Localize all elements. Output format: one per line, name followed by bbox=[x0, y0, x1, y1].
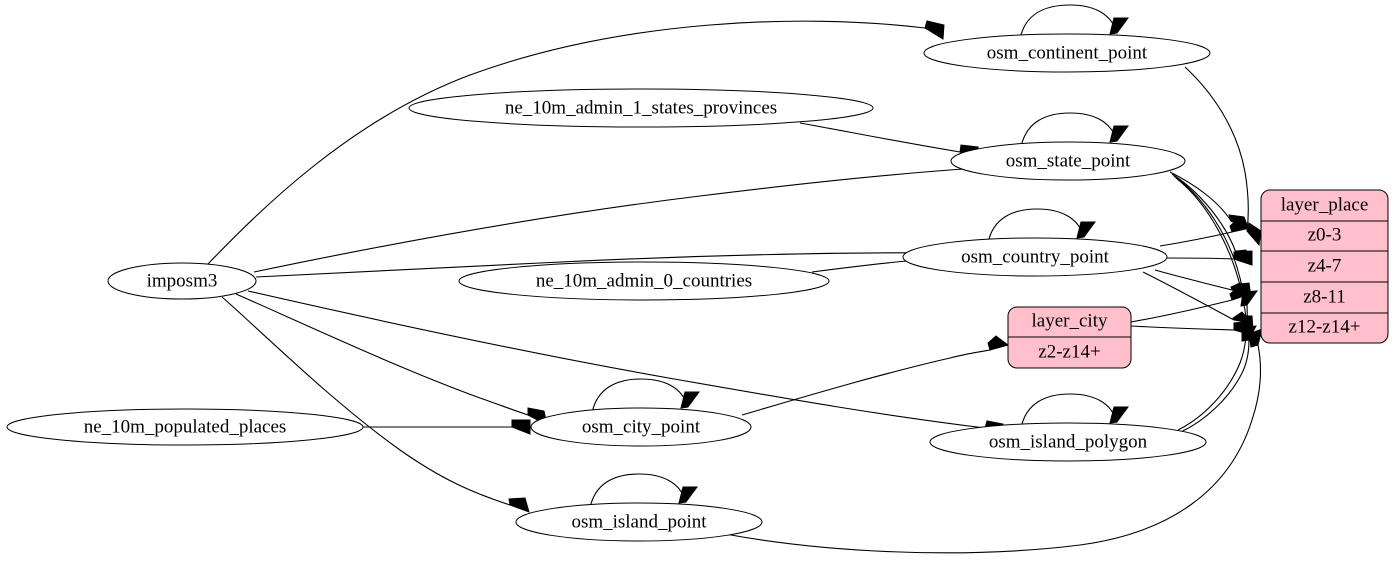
layer_place-title: layer_place bbox=[1281, 194, 1369, 215]
edge-self-loop-osm_island_point bbox=[589, 473, 698, 509]
node-osm_city_point[interactable]: osm_city_point bbox=[530, 407, 752, 447]
edge-ne_10m_admin_1_states_provinces-to-osm_state_point bbox=[799, 122, 979, 162]
edge-osm_island_polygon-to-layer_place-z12-z14plus bbox=[1180, 325, 1257, 433]
edge-osm_continent_point-to-layer_place-z0-3 bbox=[1184, 66, 1262, 247]
node-layer: imposm3 ne_10m_populated_places ne_10m_a… bbox=[6, 33, 1211, 542]
node-label-osm_island_point: osm_island_point bbox=[571, 511, 707, 532]
node-label-ne_10m_admin_0_countries: ne_10m_admin_0_countries bbox=[536, 270, 752, 291]
edge-osm_city_point-to-layer_city-z2-z14plus bbox=[741, 335, 1010, 416]
node-osm_state_point[interactable]: osm_state_point bbox=[950, 141, 1186, 181]
node-label-osm_island_polygon: osm_island_polygon bbox=[989, 431, 1148, 452]
node-osm_country_point[interactable]: osm_country_point bbox=[902, 237, 1168, 277]
layer_place-body bbox=[1260, 189, 1389, 344]
edge-self-loop-osm_city_point bbox=[591, 378, 700, 414]
node-osm_continent_point[interactable]: osm_continent_point bbox=[923, 33, 1211, 73]
edge-self-loop-osm_state_point bbox=[1020, 112, 1129, 148]
edge-osm_country_point-to-layer_place-z0-3 bbox=[1159, 219, 1252, 247]
edge-self-loop-osm_continent_point bbox=[1019, 4, 1129, 40]
edge-self-loop-osm_country_point bbox=[987, 208, 1096, 244]
node-osm_island_polygon[interactable]: osm_island_polygon bbox=[929, 422, 1207, 462]
node-label-osm_state_point: osm_state_point bbox=[1006, 150, 1131, 171]
edge-imposm3-to-osm_city_point bbox=[235, 293, 548, 426]
edge-imposm3-to-osm_island_point bbox=[221, 296, 530, 513]
node-label-osm_country_point: osm_country_point bbox=[961, 246, 1109, 267]
edge-self-loop-osm_island_polygon bbox=[1020, 393, 1129, 429]
layer_place-row-z0-3[interactable]: z0-3 bbox=[1308, 224, 1342, 245]
edge-layer bbox=[206, 4, 1263, 554]
node-ne_10m_admin_1_states_provinces[interactable]: ne_10m_admin_1_states_provinces bbox=[408, 88, 874, 128]
node-label-ne_10m_populated_places: ne_10m_populated_places bbox=[84, 416, 287, 437]
node-layer_place[interactable]: layer_place z0-3 z4-7 z8-11 z12-z14+ bbox=[1260, 189, 1389, 344]
record-node-layer: layer_place z0-3 z4-7 z8-11 z12-z14+ lay… bbox=[1007, 189, 1389, 369]
edge-imposm3-to-osm_continent_point bbox=[206, 20, 945, 266]
node-ne_10m_populated_places[interactable]: ne_10m_populated_places bbox=[6, 408, 364, 446]
node-ne_10m_admin_0_countries[interactable]: ne_10m_admin_0_countries bbox=[458, 261, 830, 301]
node-osm_island_point[interactable]: osm_island_point bbox=[515, 502, 763, 542]
edge-layer_city-to-layer_place-z8-11 bbox=[1130, 287, 1252, 323]
layer_city-title: layer_city bbox=[1032, 310, 1108, 331]
layer_place-row-z8-11[interactable]: z8-11 bbox=[1303, 286, 1346, 307]
layer_city-row-z2-z14plus[interactable]: z2-z14+ bbox=[1038, 341, 1100, 362]
node-label-imposm3: imposm3 bbox=[147, 270, 218, 291]
node-label-osm_continent_point: osm_continent_point bbox=[987, 42, 1148, 63]
node-layer_city[interactable]: layer_city z2-z14+ bbox=[1007, 306, 1132, 369]
layer_place-row-z12-z14plus[interactable]: z12-z14+ bbox=[1289, 316, 1361, 337]
edge-osm_country_point-to-layer_place-z4-7 bbox=[1166, 250, 1253, 266]
edge-ne_10m_populated_places-to-osm_city_point bbox=[363, 419, 531, 435]
layer_place-row-z4-7[interactable]: z4-7 bbox=[1308, 255, 1342, 276]
node-label-ne_10m_admin_1_states_provinces: ne_10m_admin_1_states_provinces bbox=[505, 97, 777, 118]
edge-layer_city-to-layer_place-z12-z14plus bbox=[1130, 320, 1253, 336]
node-label-osm_city_point: osm_city_point bbox=[582, 416, 701, 437]
node-imposm3[interactable]: imposm3 bbox=[107, 262, 257, 300]
